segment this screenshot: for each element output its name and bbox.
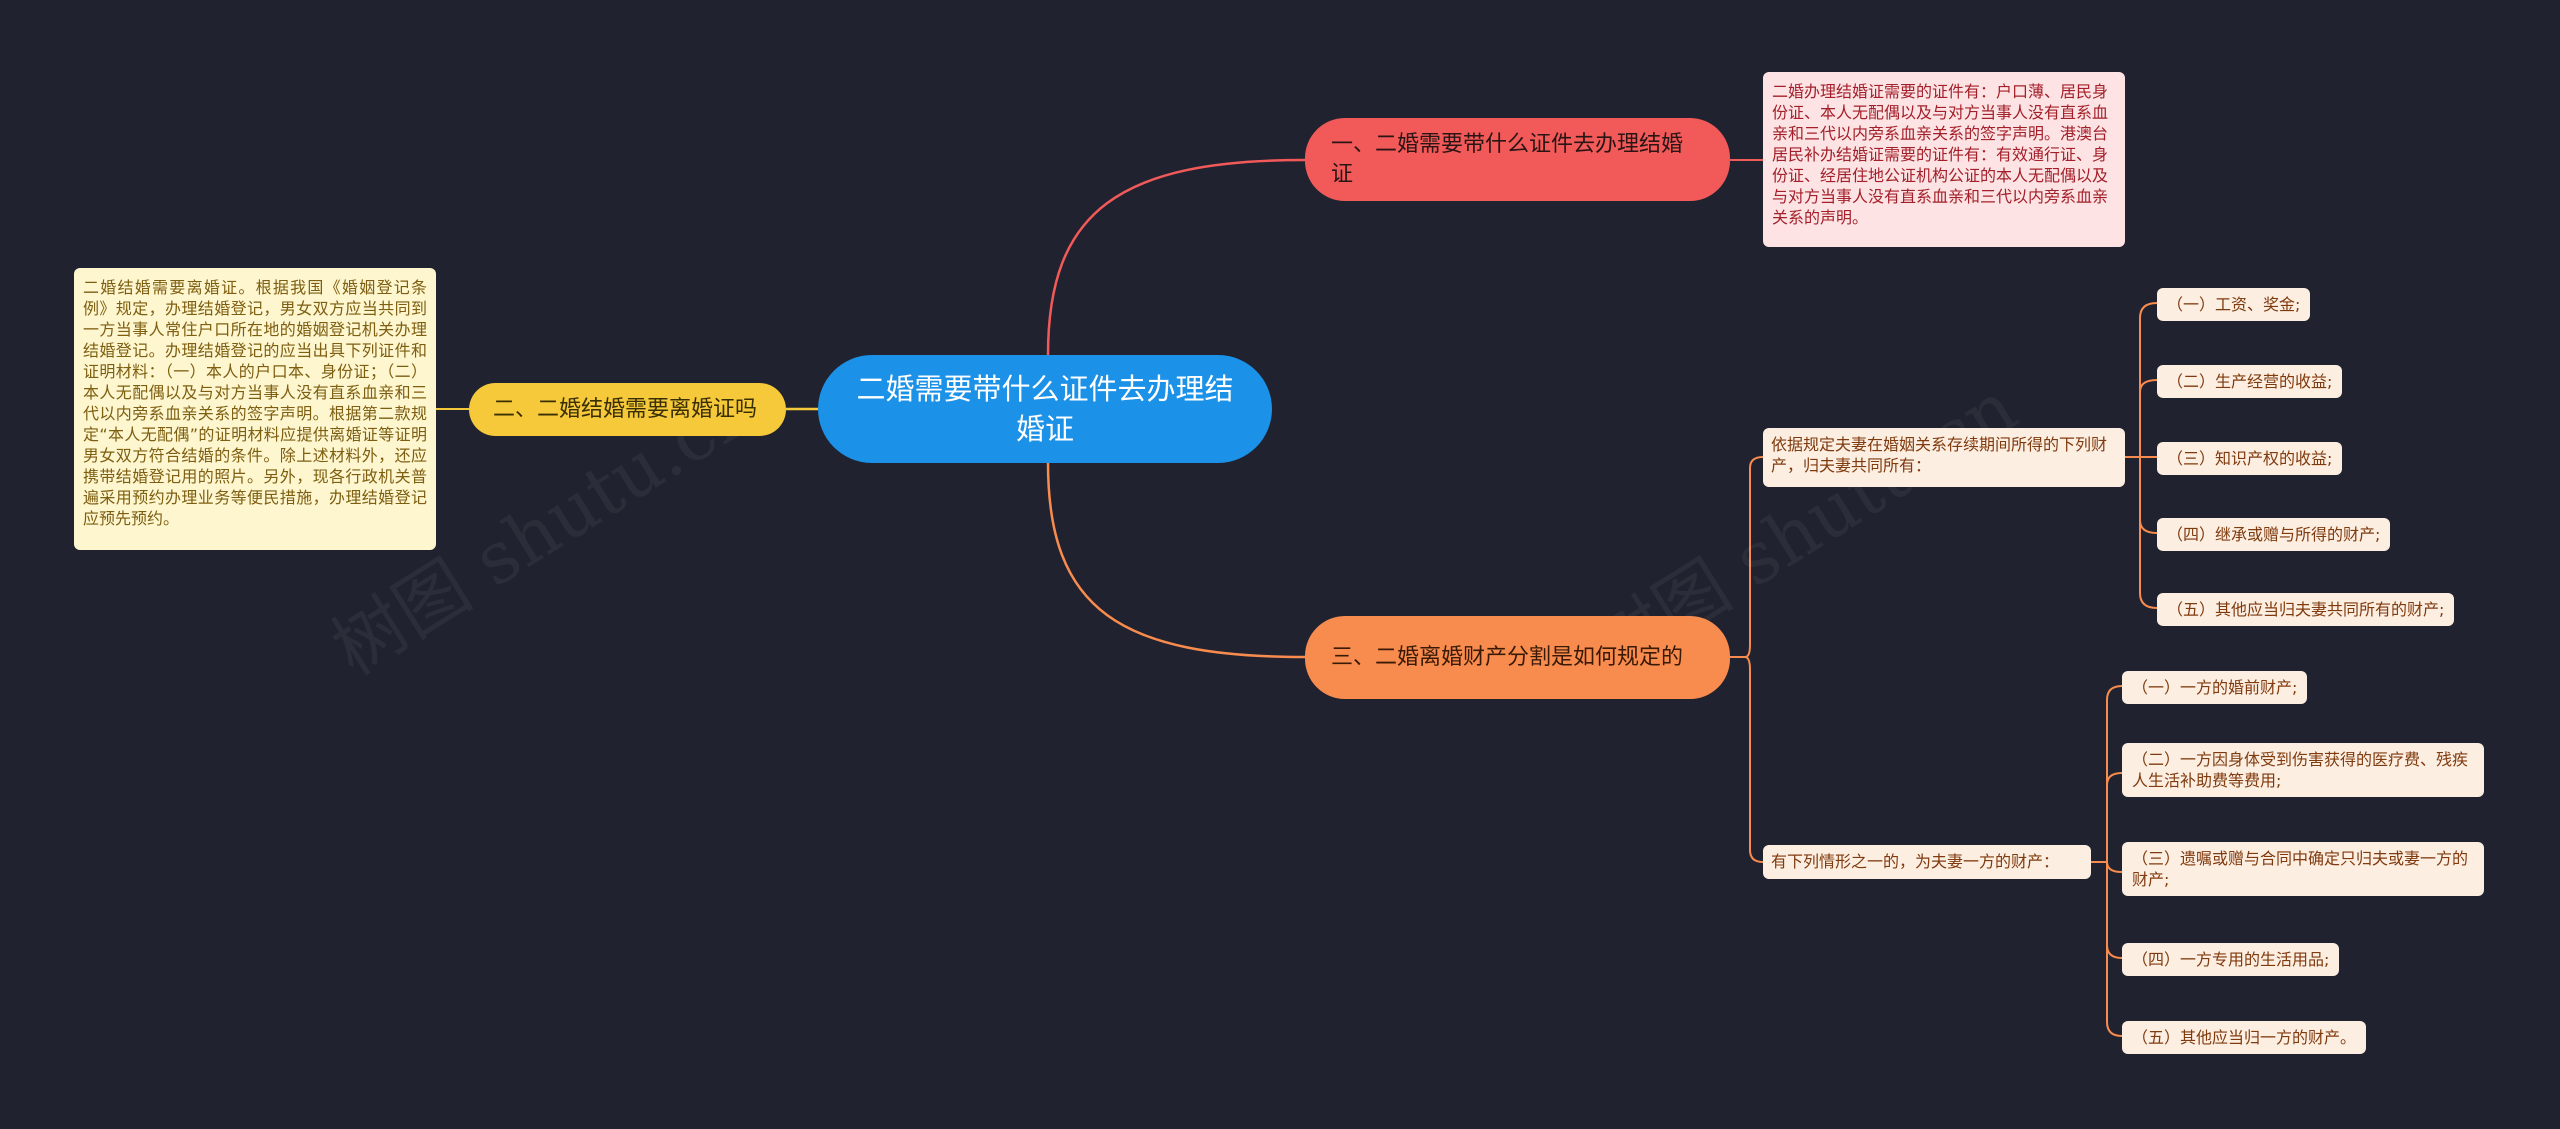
link-root-branch3 bbox=[1046, 462, 1306, 659]
leaf-separate-property-5[interactable]: （五）其他应当归一方的财产。 bbox=[2122, 1021, 2367, 1054]
leaf-joint-property-2[interactable]: （二）生产经营的收益; bbox=[2157, 365, 2343, 398]
link-sub1-leaf4 bbox=[2139, 519, 2158, 534]
subtopic-joint-property[interactable]: 依据规定夫妻在婚姻关系存续期间所得的下列财产，归夫妻共同所有： bbox=[1763, 428, 2125, 487]
leaf-separate-property-2[interactable]: （二）一方因身体受到伤害获得的医疗费、残疾人生活补助费等费用; bbox=[2122, 743, 2484, 797]
link-sub2-leaf3 bbox=[2106, 861, 2123, 873]
link-sub1-leaf5 bbox=[2139, 457, 2158, 609]
leaf-joint-property-1[interactable]: （一）工资、奖金; bbox=[2157, 288, 2311, 321]
branch-topic-divorce-certificate[interactable]: 二、二婚结婚需要离婚证吗 bbox=[469, 383, 786, 436]
link-branch3-sub1 bbox=[1730, 456, 1764, 658]
link-sub2-leaf5 bbox=[2106, 862, 2123, 1037]
link-sub2-leaf4 bbox=[2106, 944, 2123, 959]
branch-topic-certificates[interactable]: 一、二婚需要带什么证件去办理结婚证 bbox=[1305, 118, 1730, 201]
subtopic-separate-property[interactable]: 有下列情形之一的，为夫妻一方的财产： bbox=[1763, 845, 2091, 879]
note-certificates-detail[interactable]: 二婚办理结婚证需要的证件有：户口薄、居民身份证、本人无配偶以及与对方当事人没有直… bbox=[1763, 72, 2125, 247]
leaf-joint-property-3[interactable]: （三）知识产权的收益; bbox=[2157, 442, 2343, 475]
branch-topic-property-division[interactable]: 三、二婚离婚财产分割是如何规定的 bbox=[1305, 616, 1730, 699]
leaf-joint-property-5[interactable]: （五）其他应当归夫妻共同所有的财产; bbox=[2157, 593, 2455, 626]
link-root-branch1 bbox=[1046, 158, 1306, 356]
link-sub1-leaf2 bbox=[2139, 379, 2158, 393]
link-sub2-leaf2 bbox=[2106, 772, 2123, 786]
link-sub1-leaf1 bbox=[2139, 302, 2158, 457]
link-sub2-leaf1 bbox=[2106, 685, 2123, 862]
leaf-separate-property-4[interactable]: （四）一方专用的生活用品; bbox=[2122, 943, 2340, 976]
link-branch3-sub2 bbox=[1744, 656, 1764, 863]
leaf-separate-property-1[interactable]: （一）一方的婚前财产; bbox=[2122, 671, 2308, 704]
leaf-separate-property-3[interactable]: （三）遗嘱或赠与合同中确定只归夫或妻一方的财产; bbox=[2122, 842, 2484, 896]
note-divorce-certificate-detail[interactable]: 二婚结婚需要离婚证。根据我国《婚姻登记条例》规定，办理结婚登记，男女双方应当共同… bbox=[74, 268, 436, 550]
leaf-joint-property-4[interactable]: （四）继承或赠与所得的财产; bbox=[2157, 518, 2391, 551]
root-topic[interactable]: 二婚需要带什么证件去办理结婚证 bbox=[818, 355, 1272, 463]
